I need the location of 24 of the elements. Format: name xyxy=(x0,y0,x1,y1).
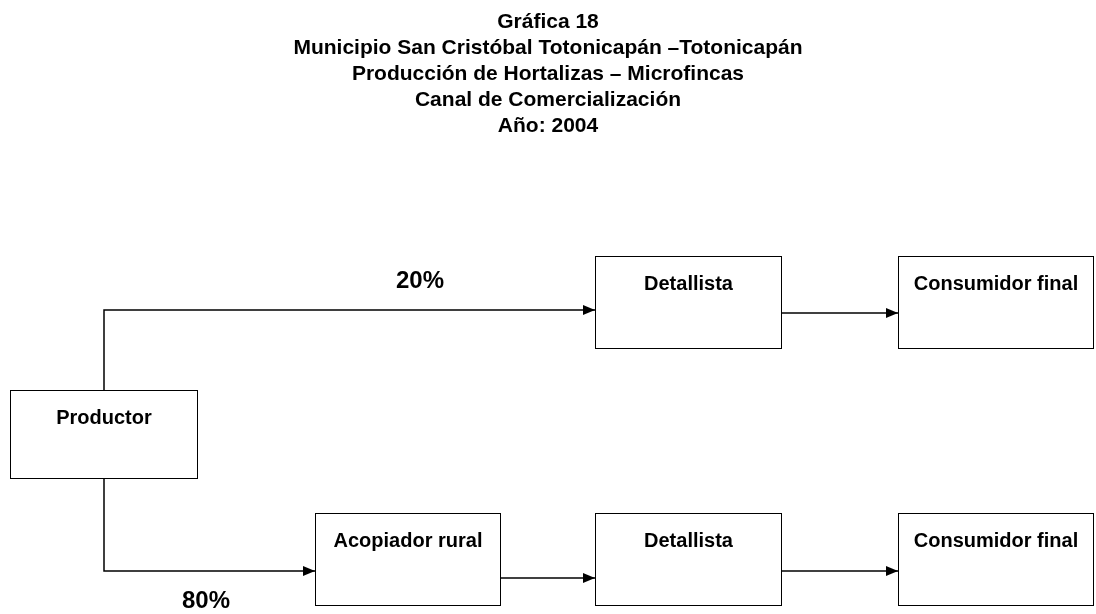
box-label: Consumidor final xyxy=(913,528,1079,553)
box-label: Detallista xyxy=(644,528,733,553)
process-box xyxy=(315,513,501,606)
title-line: Año: 2004 xyxy=(497,112,599,138)
process-box xyxy=(595,256,782,349)
edge-label: 20% xyxy=(396,266,444,294)
arrow xyxy=(103,305,596,391)
arrow xyxy=(781,308,899,318)
box-label: Consumidor final xyxy=(913,271,1079,296)
edge-label: 80% xyxy=(182,586,230,614)
box-label: Acopiador rural xyxy=(333,528,483,553)
chart-title: Gráfica 18 xyxy=(497,8,599,34)
arrow xyxy=(103,478,316,576)
arrow xyxy=(500,573,596,583)
title-line: Municipio San Cristóbal Totonicapán –Totonicapán xyxy=(293,34,803,60)
box-label: Detallista xyxy=(644,271,733,296)
process-box xyxy=(898,256,1094,349)
title-line: Canal de Comercialización xyxy=(414,86,682,112)
title-line: Producción de Hortalizas – Microfincas xyxy=(351,60,745,86)
process-box xyxy=(898,513,1094,606)
arrow xyxy=(781,566,899,576)
process-box xyxy=(10,390,198,479)
box-label: Productor xyxy=(56,405,152,430)
process-box xyxy=(595,513,782,606)
